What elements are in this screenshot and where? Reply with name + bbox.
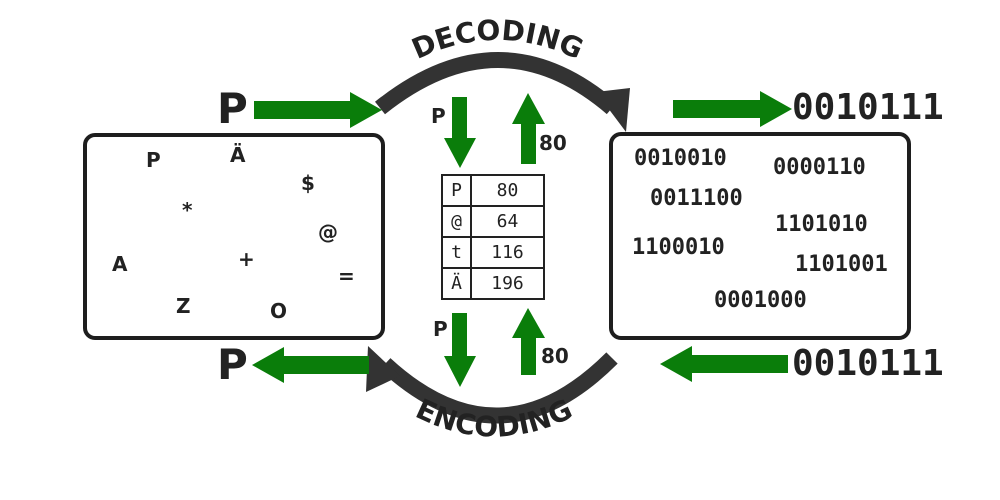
binary-code: 1100010 — [632, 235, 725, 260]
top-output-code: 0010111 — [792, 87, 944, 128]
mid-bottom-value-label: 80 — [541, 344, 569, 368]
symbol-equals: = — [338, 264, 355, 288]
binary-codes-box — [609, 132, 911, 340]
symbol-dollar: $ — [301, 171, 315, 195]
mid-top-down-arrow-icon — [444, 97, 476, 168]
decoding-arc — [375, 52, 618, 115]
encoding-arc — [379, 352, 618, 424]
mid-top-value-label: 80 — [539, 131, 567, 155]
table-row: @ 64 — [441, 205, 545, 238]
table-char-cell: @ — [441, 205, 472, 238]
table-char-cell: Ä — [441, 267, 472, 300]
table-row: t 116 — [441, 236, 545, 269]
mid-bottom-char-label: P — [433, 317, 448, 341]
characters-box — [83, 133, 385, 340]
symbol-O: O — [270, 299, 288, 323]
symbol-plus: + — [238, 247, 255, 271]
bottom-right-left-arrow-icon — [660, 346, 788, 382]
decoding-arc-arrowhead-icon — [596, 88, 630, 132]
binary-code: 1101010 — [775, 212, 868, 237]
bottom-output-char: P — [217, 340, 248, 389]
mid-top-up-arrow-icon — [512, 93, 545, 164]
table-value-cell: 64 — [470, 205, 545, 238]
binary-code: 0001000 — [714, 288, 807, 313]
table-char-cell: P — [441, 174, 472, 207]
symbol-A-umlaut: Ä — [230, 143, 246, 167]
symbol-Z: Z — [176, 294, 191, 318]
character-code-table: P 80 @ 64 t 116 Ä 196 — [441, 174, 545, 300]
table-value-cell: 80 — [470, 174, 545, 207]
table-row: P 80 — [441, 174, 545, 207]
top-right-right-arrow-icon — [673, 91, 792, 127]
symbol-at: @ — [318, 220, 338, 244]
top-input-char: P — [217, 84, 248, 133]
symbol-A: A — [112, 252, 128, 276]
top-left-right-arrow-icon — [254, 92, 382, 128]
table-row: Ä 196 — [441, 267, 545, 300]
encoding-label: ENCODING — [411, 392, 577, 444]
symbol-asterisk: * — [182, 198, 193, 222]
table-value-cell: 116 — [470, 236, 545, 269]
table-char-cell: t — [441, 236, 472, 269]
binary-code: 0000110 — [773, 155, 866, 180]
encoding-arc-arrowhead-icon — [366, 346, 400, 392]
bottom-input-code: 0010111 — [792, 343, 944, 384]
binary-code: 1101001 — [795, 252, 888, 277]
mid-top-char-label: P — [431, 104, 446, 128]
binary-code: 0010010 — [634, 146, 727, 171]
table-value-cell: 196 — [470, 267, 545, 300]
mid-bottom-down-arrow-icon — [444, 313, 476, 387]
mid-bottom-up-arrow-icon — [512, 308, 545, 375]
bottom-left-left-arrow-icon — [252, 347, 369, 383]
symbol-P: P — [146, 148, 161, 172]
binary-code: 0011100 — [650, 186, 743, 211]
